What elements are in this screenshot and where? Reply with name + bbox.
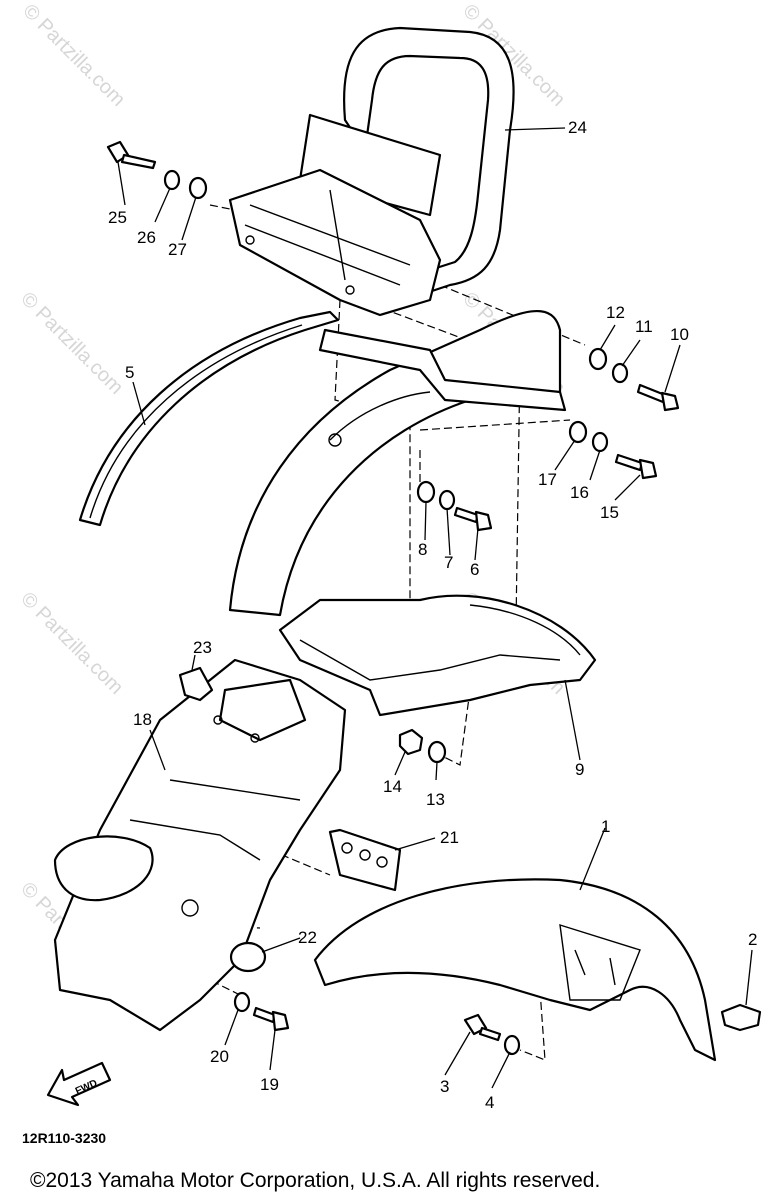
bolt-19-part[interactable] [252, 1006, 290, 1032]
callout-4: 4 [485, 1093, 494, 1112]
callout-6: 6 [470, 560, 479, 579]
callout-27: 27 [168, 240, 187, 259]
washer-7-part[interactable] [438, 489, 456, 511]
washer-27-part[interactable] [188, 176, 208, 200]
callout-7: 7 [444, 553, 453, 572]
washer-12-part[interactable] [588, 347, 608, 371]
leader-lines [117, 127, 753, 1089]
washer-4-part[interactable] [503, 1034, 521, 1056]
washer-17-part[interactable] [568, 420, 588, 444]
washer-26-part[interactable] [163, 169, 181, 191]
bolt-10-part[interactable] [636, 383, 680, 412]
callout-26: 26 [137, 228, 156, 247]
callout-13: 13 [426, 790, 445, 809]
bolt-15-part[interactable] [614, 453, 658, 480]
callout-15: 15 [600, 503, 619, 522]
rear-fender-upper-part[interactable] [228, 309, 567, 617]
callout-18: 18 [133, 710, 152, 729]
watermark: © Partzilla.com [16, 588, 127, 699]
callout-22: 22 [298, 928, 317, 947]
callout-9: 9 [575, 760, 584, 779]
bolt-3-part[interactable] [463, 1013, 502, 1042]
fender-trim-part[interactable] [78, 310, 340, 527]
callout-11: 11 [635, 317, 653, 336]
washer-11-part[interactable] [611, 362, 629, 384]
watermark: © Partzilla.com [18, 0, 129, 111]
washer-13-part[interactable] [427, 740, 447, 764]
rear-fender-tray-part[interactable] [278, 594, 597, 717]
copyright-notice: ©2013 Yamaha Motor Corporation, U.S.A. A… [30, 1169, 600, 1192]
callout-14: 14 [383, 777, 402, 796]
grab-bar-part[interactable] [228, 26, 515, 317]
washer-8-part[interactable] [416, 480, 436, 504]
forward-arrow-icon: FWD [46, 1061, 112, 1107]
diagram-code: 12R110-3230 [22, 1130, 106, 1146]
callout-8: 8 [418, 540, 427, 559]
plate-part[interactable] [328, 828, 402, 892]
washer-20-part[interactable] [233, 991, 251, 1013]
callout-20: 20 [210, 1047, 229, 1066]
callout-17: 17 [538, 470, 557, 489]
front-fender-part[interactable] [313, 878, 717, 1062]
nut-14-part[interactable] [398, 728, 424, 756]
washer-16-part[interactable] [591, 431, 609, 453]
clip-part[interactable] [720, 1003, 762, 1032]
callout-19: 19 [260, 1075, 279, 1094]
callout-23: 23 [193, 638, 212, 657]
plug-part[interactable] [229, 941, 267, 973]
clamp-part[interactable] [178, 666, 214, 702]
callout-10: 10 [670, 325, 689, 344]
callout-5: 5 [125, 363, 134, 382]
fasteners [106, 140, 680, 1056]
callout-24: 24 [568, 118, 587, 137]
callout-16: 16 [570, 483, 589, 502]
bolt-25-part[interactable] [106, 140, 157, 170]
callout-12: 12 [606, 303, 625, 322]
callouts: 24 25 26 27 5 12 11 10 17 16 15 8 7 6 23… [108, 118, 757, 1112]
callout-25: 25 [108, 208, 127, 227]
callout-1: 1 [601, 817, 610, 836]
watermark: © Partzilla.com [16, 288, 127, 399]
inner-fender-part[interactable] [53, 658, 347, 1032]
callout-3: 3 [440, 1077, 449, 1096]
callout-21: 21 [440, 828, 459, 847]
bolt-6-part[interactable] [453, 506, 493, 532]
callout-2: 2 [748, 930, 757, 949]
